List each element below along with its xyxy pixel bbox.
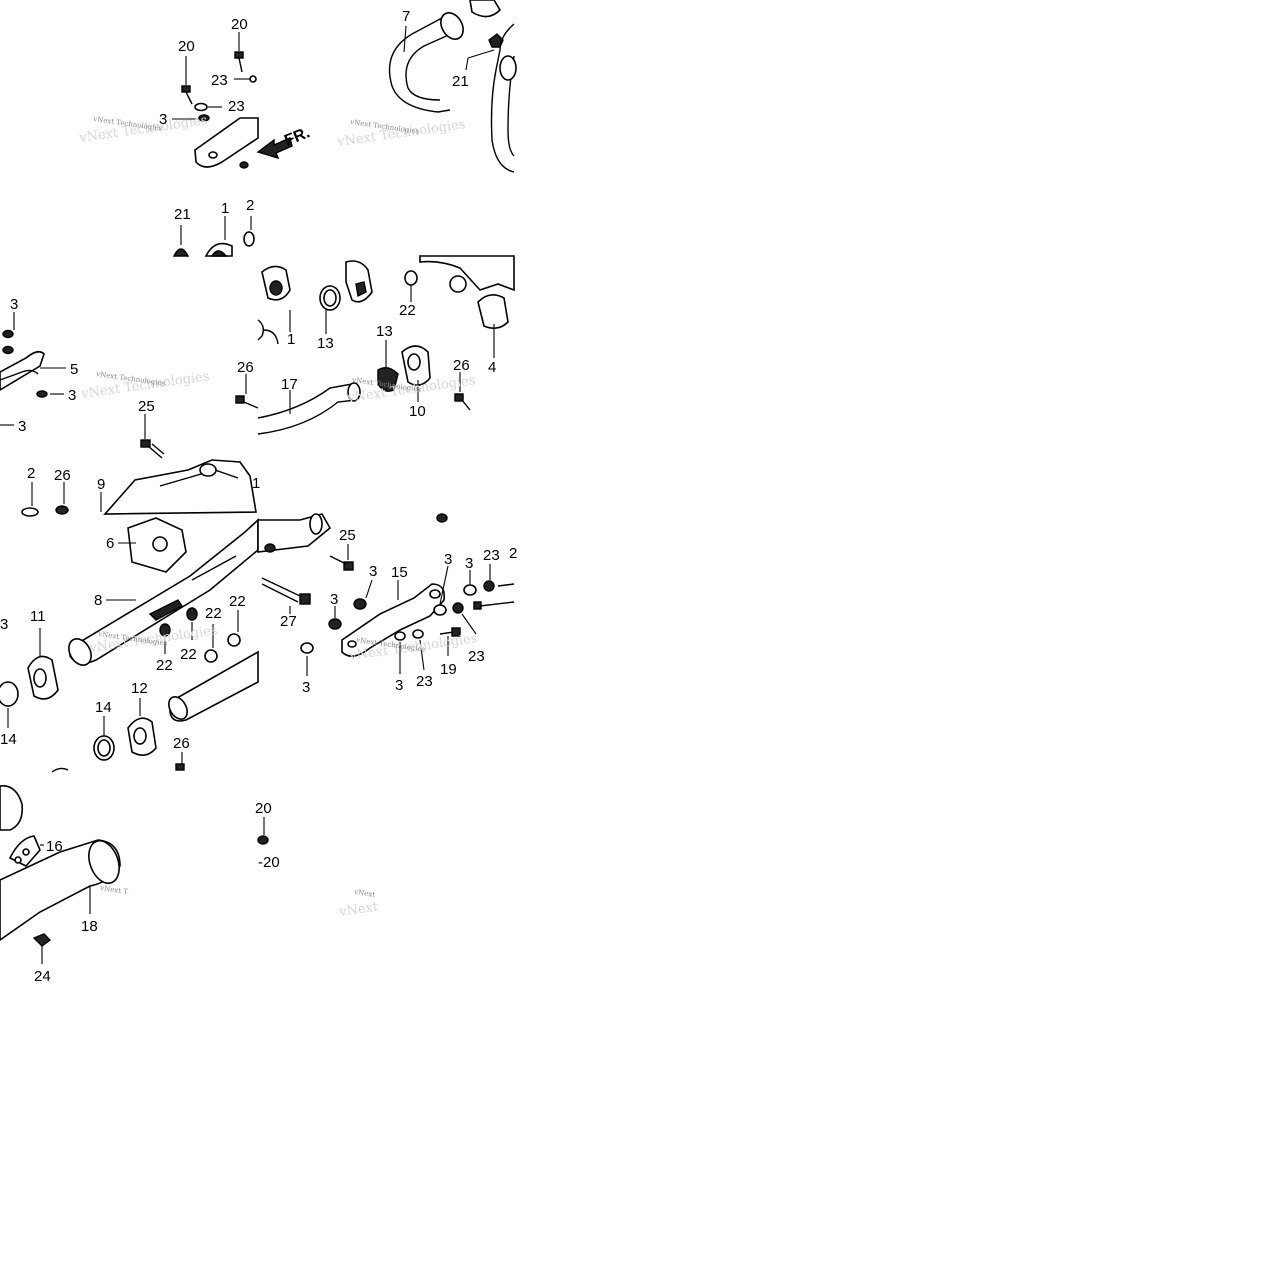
callout-26: 26 [453,357,470,374]
callout-18: 18 [81,918,98,935]
callout-23: 23 [483,547,500,564]
callout-3: 3 [302,679,310,696]
front-direction-label: FR. [282,124,312,149]
exhaust-bracket-5 [0,350,45,391]
callout-2: 2 [27,465,35,482]
callout-3: 3 [159,111,167,128]
muffler-mount-9 [103,459,257,515]
callout-4: 4 [488,359,496,376]
callout-20: 20 [231,16,248,33]
callout-10: 10 [409,403,426,420]
callout-6: 6 [106,535,114,552]
callout-1: 1 [252,475,260,492]
callout-3: 3 [369,563,377,580]
callout-3: 3 [18,418,26,435]
callout-25: 25 [138,398,155,415]
callout-22: 22 [399,302,416,319]
callout-22: 22 [229,593,246,610]
callout-5: 5 [70,361,78,378]
callout-3: 3 [444,551,452,568]
callout-labels: 20 20 23 23 3 7 21 21 1 2 3 5 3 3 25 2 2… [0,8,517,985]
callout-2: 2 [246,197,254,214]
callout-9: 9 [97,476,105,493]
callout-13: 13 [317,335,334,352]
callout-26: 26 [54,467,71,484]
callout-3: 3 [68,387,76,404]
callout-3: 3 [465,555,473,572]
callout-26: 26 [173,735,190,752]
callout-13: 13 [376,323,393,340]
exhaust-pipe-7 [388,17,451,113]
front-direction-arrow-icon [256,137,293,160]
callout-25: 25 [339,527,356,544]
tile-bottom-left: vNext T [0,767,129,964]
callout-17: 17 [281,376,298,393]
callout-21: 21 [174,206,191,223]
callout-20: 20 [178,38,195,55]
callout-22: 22 [180,646,197,663]
callout-21: 21 [452,73,469,90]
exhaust-pipe-17 [257,383,353,419]
callout-7: 7 [402,8,410,25]
callout-20: 20 [255,800,272,817]
callout-16: 16 [46,838,63,855]
callout-23: 23 [228,98,245,115]
callout-15: 15 [391,564,408,581]
callout-22: 22 [205,605,222,622]
callout-20: -20 [258,854,280,871]
callout-24: 24 [34,968,51,985]
callout-3: 3 [10,296,18,313]
callout-23: 23 [211,72,228,89]
callout-23: 23 [468,648,485,665]
callout-3: 3 [395,677,403,694]
callout-3: 3 [330,591,338,608]
callout-3: 3 [0,616,8,633]
callout-27: 27 [280,613,297,630]
tile-top-right: vNext Technologies vNext Technologies [335,0,517,173]
callout-19: 19 [440,661,457,678]
watermark: vNext [353,888,376,899]
bolt-20-lower [181,56,193,105]
callout-23: 23 [416,673,433,690]
tile-center: vNext Technologies vNext Technologies [235,255,515,523]
tile-lower-left: vNext Technologies vNext Technologies [0,517,259,771]
callout-1: 1 [287,331,295,348]
callout-14: 14 [0,731,17,748]
callout-8: 8 [94,592,102,609]
callout-11: 11 [30,608,46,625]
bolt-20-upper [234,32,244,73]
tile-top-left: FR. vNext Technologies vNext Technologie… [77,32,312,257]
callout-22: 22 [156,657,173,674]
callout-2: 2 [509,545,517,562]
tile-bottom-center: vNext vNext [257,817,380,921]
callout-26: 26 [237,359,254,376]
callout-14: 14 [95,699,112,716]
tile-mid-left: vNext Technologies vNext Technologies [0,312,257,517]
svg-text:vNext: vNext [337,900,379,921]
callout-1: 1 [221,200,229,217]
watermark: vNext T [99,884,129,896]
callout-12: 12 [131,680,148,697]
